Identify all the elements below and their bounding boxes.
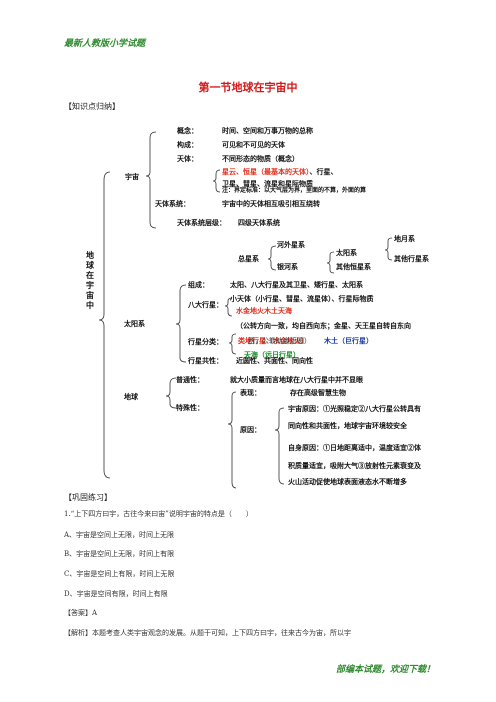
earth-moon-system: 地月系 [394, 234, 415, 243]
body-note: 注：界定标准：以大气层为界，里面的不算，外面的算 [222, 187, 367, 194]
page-title: 第一节地球在宇宙中 [198, 81, 298, 94]
milky-way: 银河系 [277, 262, 298, 271]
concept-text: 时间、空间和万事万物的总称 [222, 126, 313, 135]
option-c: C、宇宙是空间上有限，时间上无限 [64, 570, 175, 578]
earth-label: 地球 [124, 392, 138, 401]
class-far: 天海（远日行星） [244, 350, 300, 359]
solar-label: 太阳系 [124, 319, 145, 328]
body-types-rest: 、行星、 [309, 167, 338, 176]
root-label: 地球在宇宙中 [86, 250, 94, 310]
total-brace [267, 245, 277, 271]
earth-brace [165, 377, 177, 409]
comp-label: 组成： [188, 280, 209, 289]
body-types-red: 星云、恒星（最基本的天体） [222, 167, 310, 176]
universe-label: 宇宙 [125, 172, 139, 181]
comp-text: 太阳、八大行星及其卫星、矮行星、太阳系 [230, 280, 363, 289]
root-brace [98, 171, 111, 479]
reason-self-3: 火山活动促使地球表面液态水不断增多 [288, 477, 407, 486]
sun-system: 太阳系 [336, 248, 357, 257]
body-types-line2: 卫星、彗星、流星和星际物质 [222, 179, 313, 188]
reason-label: 原因： [240, 425, 261, 434]
answer: 【答案】A [64, 609, 98, 617]
class-giant: 木土（巨行星） [324, 336, 373, 345]
class-brace [228, 333, 237, 355]
reason-self-1: 自身原因：①日地距离适中，温度适宜②体 [288, 443, 421, 452]
section-practice-heading: 【巩固练习】 [64, 493, 112, 502]
total-galaxy: 总星系 [238, 254, 259, 263]
concept-label: 概念： [177, 126, 198, 135]
level-label: 天体系统层级： [177, 218, 226, 227]
level-text: 四级天体系统 [238, 218, 280, 227]
eight-planets: 水金地火木土天海 [236, 306, 292, 316]
option-a: A、宇宙是空间上无限，时间上无限 [64, 531, 175, 539]
question-stem: 1.“上下四方曰宇，古往今来曰宙”说明宇宙的特点是（ ） [64, 510, 253, 518]
motion-note: （公转方向一致，均自西向东；金星、天王星自转自东向 [236, 321, 411, 330]
show-label: 表现： [240, 388, 261, 397]
section-summary-heading: 【知识点归纳】 [64, 102, 120, 111]
earth-common-label: 普通性： [176, 375, 204, 384]
eight-planets-red: 水金地火木土 [236, 306, 278, 315]
small-bodies: 小天体（小行星、彗星、流星体）、行星际物质 [230, 294, 374, 303]
solar-brace [175, 284, 187, 363]
other-star-system: 其他恒星系 [336, 262, 371, 271]
composition-text: 可见和不可见的天体 [222, 140, 285, 149]
system-text: 宇宙中的天体相互吸引相互绕转 [222, 199, 320, 208]
universe-brace [145, 131, 157, 229]
body-types-brace [212, 169, 221, 193]
composition-label: 构成： [177, 140, 198, 149]
analysis: 【解析】本题考查人类宇宙观念的发展。从题干可知，上下四方曰宇，往来古今为宙，所以… [64, 629, 351, 637]
common-text: 近圆性、共面性、同向性 [236, 356, 313, 365]
eight-planets-red-2: 天海 [278, 306, 292, 315]
class-label: 行星分类： [188, 337, 223, 346]
class-terrestrial: 类地行星（水金地火） [238, 336, 308, 345]
class-overlap-text: 西，公转轨道近圆） [248, 336, 311, 345]
option-d: D、宇宙是空间有限，时间上有限 [64, 590, 168, 598]
body-label: 天体： [177, 154, 198, 163]
eight-label: 八大行星： [188, 300, 223, 309]
common-label: 行星共性： [188, 356, 223, 365]
system-label: 天体系统： [155, 199, 190, 208]
earth-common-text: 就大小质量而言地球在八大行星中并不显眼 [230, 375, 363, 384]
other-planet-system: 其他行星系 [394, 254, 429, 263]
option-b: B、宇宙是空间上无限，时间上有限 [64, 550, 175, 558]
special-label: 特殊性： [176, 403, 204, 412]
milky-out: 河外星系 [277, 240, 305, 249]
show-text: 存在高级智慧生物 [290, 388, 346, 397]
body-text: 不同形态的物质（概念） [222, 154, 299, 163]
eight-brace [224, 297, 233, 317]
header-banner: 最新人教版小学试题 [64, 39, 146, 49]
reason-cosmic-2: 同向性和共面性，地球宇宙环境较安全 [288, 421, 407, 430]
reason-cosmic-1: 宇宙原因：①光照稳定②八大行星公转具有 [288, 404, 421, 413]
footer-banner: 部编本试题，欢迎下载！ [336, 665, 436, 675]
milky-brace [326, 251, 335, 274]
body-types-line1: 星云、恒星（最基本的天体）、行星、 [222, 167, 338, 177]
sun-brace [384, 237, 393, 261]
reason-self-2: 积质量适宜，吸附大气③放射性元素衰变及 [288, 461, 421, 470]
special-brace [227, 391, 237, 489]
reason-brace [274, 407, 285, 485]
